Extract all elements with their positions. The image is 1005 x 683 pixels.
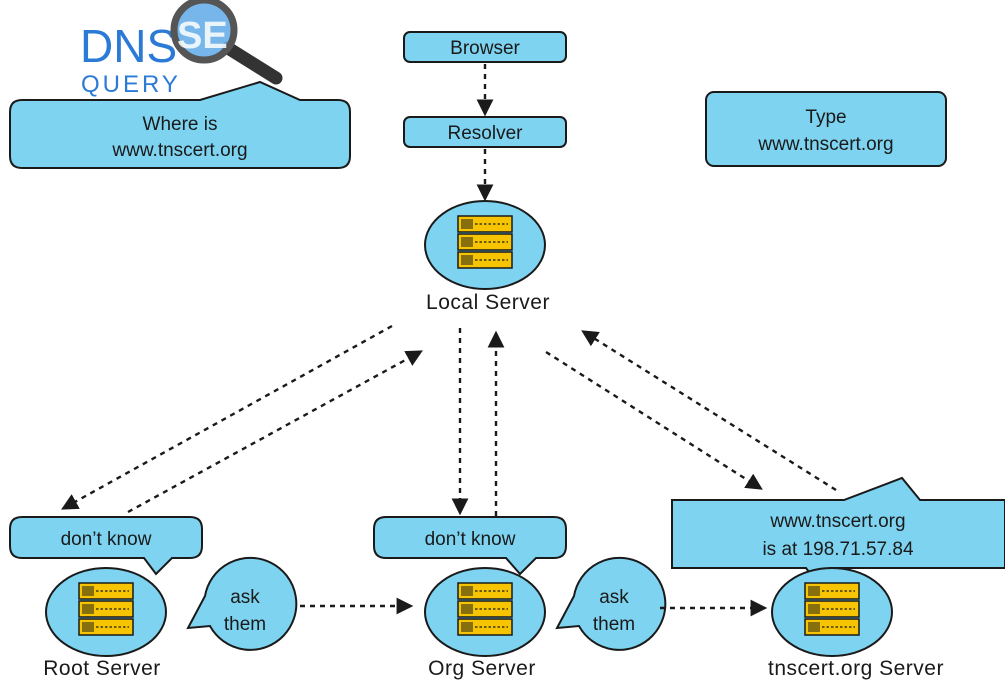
browser-label: Browser (450, 38, 520, 59)
tnscert-to-local-arrow (581, 330, 837, 492)
org-referral-line1: ask (599, 587, 629, 608)
org-referral-line2: them (593, 614, 635, 635)
local-server-rack-icon (457, 215, 513, 269)
root-referral-bubble: ask them (186, 556, 298, 651)
answer-line1: www.tnscert.org (769, 511, 905, 532)
org-server-label: Org Server (428, 657, 536, 680)
root-server-label: Root Server (43, 657, 161, 680)
type-box: Type www.tnscert.org (705, 91, 947, 167)
logo-query-text: QUERY (81, 71, 181, 98)
root-server: Root Server (43, 567, 167, 680)
org-response-bubble: don’t know (373, 516, 567, 576)
query-bubble: Where is www.tnscert.org (9, 80, 351, 169)
org-response-text: don’t know (425, 529, 516, 550)
root-response-bubble: don’t know (9, 516, 203, 576)
logo-dns-text: DNS (80, 20, 177, 72)
tnscert-server-rack-icon (804, 582, 860, 636)
org-server: Org Server (424, 567, 546, 680)
answer-bubble: www.tnscert.org is at 198.71.57.84 (671, 476, 1005, 586)
local-to-root-arrow (61, 324, 393, 510)
tnscert-server-label: tnscert.org Server (768, 657, 944, 680)
root-to-local-arrow (127, 350, 423, 514)
browser-box: Browser (403, 31, 567, 63)
type-box-line2: www.tnscert.org (757, 134, 893, 155)
org-server-rack-icon (457, 582, 513, 636)
local-server-label: Local Server (426, 291, 550, 314)
root-referral-line1: ask (230, 587, 260, 608)
resolver-box: Resolver (403, 116, 567, 148)
answer-line2: is at 198.71.57.84 (762, 539, 913, 560)
query-bubble-line2: www.tnscert.org (111, 140, 247, 161)
magnifier-icon: SE (170, 0, 283, 85)
tnscert-server: tnscert.org Server (768, 567, 944, 680)
dns-query-logo: DNS QUERY SE (80, 0, 283, 98)
local-server: Local Server (424, 200, 550, 314)
svg-text:SE: SE (177, 15, 228, 57)
root-referral-line2: them (224, 614, 266, 635)
local-to-tnscert-arrow (545, 350, 763, 490)
resolver-label: Resolver (448, 123, 524, 144)
type-box-line1: Type (805, 107, 846, 128)
query-bubble-line1: Where is (143, 114, 218, 135)
root-response-text: don’t know (61, 529, 152, 550)
org-referral-bubble: ask them (555, 556, 667, 651)
root-server-rack-icon (78, 582, 134, 636)
